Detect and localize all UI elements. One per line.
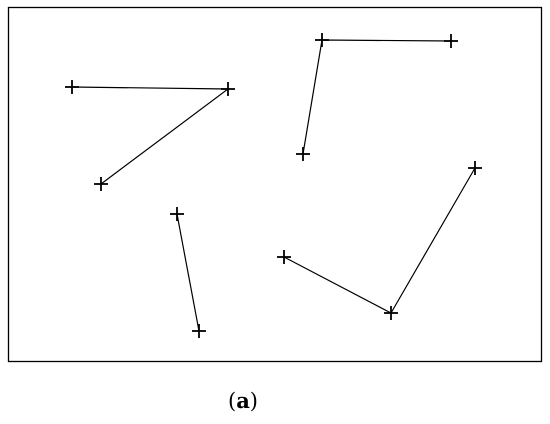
diagram-border — [7, 6, 543, 363]
plus-marker — [296, 147, 310, 161]
plus-marker — [468, 161, 482, 175]
connection-group-1 — [71, 86, 230, 185]
figure-caption: (a) — [0, 388, 486, 413]
plus-marker — [315, 33, 329, 47]
plus-marker — [277, 250, 291, 264]
plus-marker — [444, 34, 458, 48]
plus-marker — [65, 80, 79, 94]
plus-marker — [384, 306, 398, 320]
connection-group-3 — [176, 213, 200, 332]
connection-group-2 — [302, 39, 452, 155]
connection-group-4 — [283, 167, 476, 314]
plus-marker — [170, 207, 184, 221]
plus-marker — [221, 82, 235, 96]
plus-marker — [94, 177, 108, 191]
caption-close-paren: ) — [249, 389, 258, 413]
caption-letter: a — [236, 388, 250, 413]
plus-marker — [192, 324, 206, 338]
caption-open-paren: ( — [227, 389, 237, 413]
